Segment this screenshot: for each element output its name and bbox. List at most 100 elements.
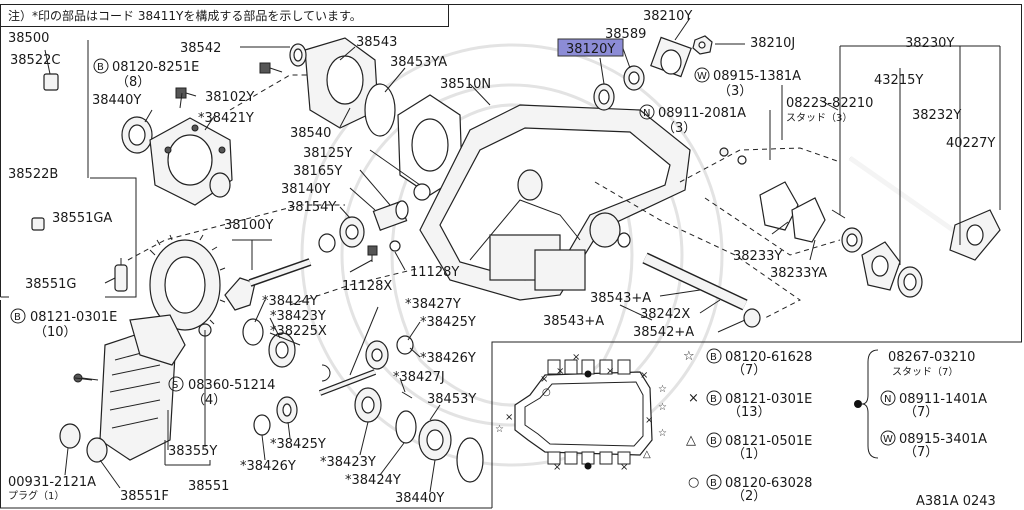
bolt-callout-08120-8251E: B 08120-8251E: [93, 58, 199, 75]
svg-text:B: B: [14, 312, 21, 323]
side-gasket-pair: [759, 181, 826, 243]
label-11128X: 11128X: [342, 279, 392, 294]
label-38440Y-b: 38440Y: [395, 491, 444, 506]
label-38100Y: 38100Y: [224, 218, 273, 233]
leader-lines: [44, 17, 1001, 493]
svg-text:S: S: [172, 380, 178, 391]
label-38140Y: 38140Y: [281, 182, 330, 197]
label-38154Y: 38154Y: [287, 200, 336, 215]
svg-text:△: △: [643, 449, 651, 460]
label-40227Y: 40227Y: [946, 136, 995, 151]
label-38233YA: 38233YA: [770, 266, 827, 281]
label-38453Y: 38453Y: [427, 392, 476, 407]
svg-text:W: W: [883, 434, 893, 445]
frame-lines: [0, 4, 1022, 509]
label-38230Y: 38230Y: [905, 36, 954, 51]
legend-star-qty: （7）: [732, 363, 766, 378]
nut-callout-08911-2081A: N 08911-2081A: [639, 104, 746, 121]
legend-dot-stud: 08267-03210: [888, 350, 975, 365]
drain-bolt-part: [367, 240, 401, 262]
legend-triangle-qty: （1）: [732, 447, 766, 462]
label-38522B: 38522B: [8, 167, 58, 182]
label-38125Y: 38125Y: [303, 146, 352, 161]
svg-text:B: B: [710, 478, 717, 489]
washer-small-part: [737, 155, 747, 165]
svg-text:☆: ☆: [658, 402, 667, 413]
label-38210J: 38210J: [750, 36, 795, 51]
label-38102Y: 38102Y: [205, 90, 254, 105]
label-43215Y: 43215Y: [874, 73, 923, 88]
svg-text:☆: ☆: [658, 428, 667, 439]
legend-triangle-part: 08121-0501E: [725, 434, 812, 449]
label-08120-8251E: 08120-8251E: [112, 60, 199, 75]
label-38233Y: 38233Y: [733, 249, 782, 264]
label-38427Y: *38427Y: [405, 297, 461, 312]
washer-part: [623, 65, 645, 91]
drive-pinion-part: [224, 258, 312, 311]
label-38242X: 38242X: [640, 307, 690, 322]
label-38423Y-a: *38423Y: [270, 309, 326, 324]
legend-dot-n: 08911-1401A: [899, 392, 987, 407]
svg-text:×: ×: [645, 415, 653, 426]
oil-seal-part: [593, 83, 615, 111]
svg-text:N: N: [884, 394, 891, 405]
legend-dot-n-qty: （7）: [904, 405, 938, 420]
label-38500: 38500: [8, 31, 49, 46]
collapsible-spacer-part: [372, 200, 409, 231]
diagram-code: A381A 0243: [916, 494, 996, 509]
label-38551F: 38551F: [120, 489, 169, 504]
svg-text:×: ×: [620, 462, 628, 473]
differential-case-part: [149, 117, 233, 206]
label-plug-1: プラグ（1）: [8, 489, 64, 502]
label-38427J: *38427J: [393, 370, 445, 385]
gasket-ring-part: [395, 410, 417, 444]
label-38522C: 38522C: [10, 53, 60, 68]
nut-part: [719, 147, 729, 157]
legend: ☆ B 08120-61628 （7） × B 08121-0301E （13）…: [683, 348, 987, 504]
sleeve-part: [617, 232, 761, 328]
legend-circle-icon: ○: [688, 475, 699, 490]
legend-cross-icon: ×: [688, 391, 699, 406]
label-38440Y-a: 38440Y: [92, 93, 141, 108]
label-38423Y-b: *38423Y: [320, 455, 376, 470]
svg-text:×: ×: [505, 412, 513, 423]
differential-carrier-part: [419, 104, 691, 301]
flange-nut-part: [692, 35, 713, 55]
svg-text:B: B: [710, 394, 717, 405]
inset-gasket-diagram: ×× ×× ×× ×× × ☆☆ ☆☆ ○ △: [495, 352, 667, 473]
o-ring-part-b: [456, 437, 484, 483]
svg-text:×: ×: [606, 366, 614, 377]
svg-text:☆: ☆: [495, 424, 504, 435]
label-08121-0301E-a: 08121-0301E: [30, 310, 117, 325]
lock-pin-part: [401, 391, 413, 399]
label-38425Y-b: *38425Y: [270, 437, 326, 452]
svg-text:○: ○: [542, 387, 551, 398]
legend-star-icon: ☆: [683, 349, 695, 364]
legend-dot-w: 08915-3401A: [899, 432, 987, 447]
label-38551G: 38551G: [25, 277, 76, 292]
label-38355Y: 38355Y: [168, 444, 217, 459]
svg-text:×: ×: [640, 370, 648, 381]
label-qty-10: （10）: [34, 325, 77, 340]
stud-bolt-part: [831, 209, 846, 219]
ring-gear-part: [149, 234, 226, 331]
thrust-washer-part-b: [253, 414, 271, 436]
pinion-washer-part: [413, 183, 431, 201]
gasket-part: [397, 94, 463, 196]
bolt-callout-08121-0301E: B 08121-0301E: [10, 308, 117, 325]
label-38426Y-b: *38426Y: [240, 459, 296, 474]
rear-cover-part: [73, 314, 212, 461]
svg-text:B: B: [710, 436, 717, 447]
label-qty-8: （8）: [116, 75, 150, 90]
legend-dot-stud-note: スタッド（7）: [892, 366, 958, 378]
label-38551GA: 38551GA: [52, 211, 112, 226]
label-38421Y: *38421Y: [198, 111, 254, 126]
legend-cross-part: 08121-0301E: [725, 392, 812, 407]
label-qty-3b: （3）: [662, 121, 696, 136]
vent-connector-part: [114, 258, 128, 292]
screw-callout-08360-51214: S 08360-51214: [168, 376, 275, 393]
drain-plug-part: [59, 423, 108, 463]
label-38543A-b: 38543+A: [543, 314, 604, 329]
legend-circle-qty: （2）: [732, 489, 766, 504]
label-38424Y-b: *38424Y: [345, 473, 401, 488]
